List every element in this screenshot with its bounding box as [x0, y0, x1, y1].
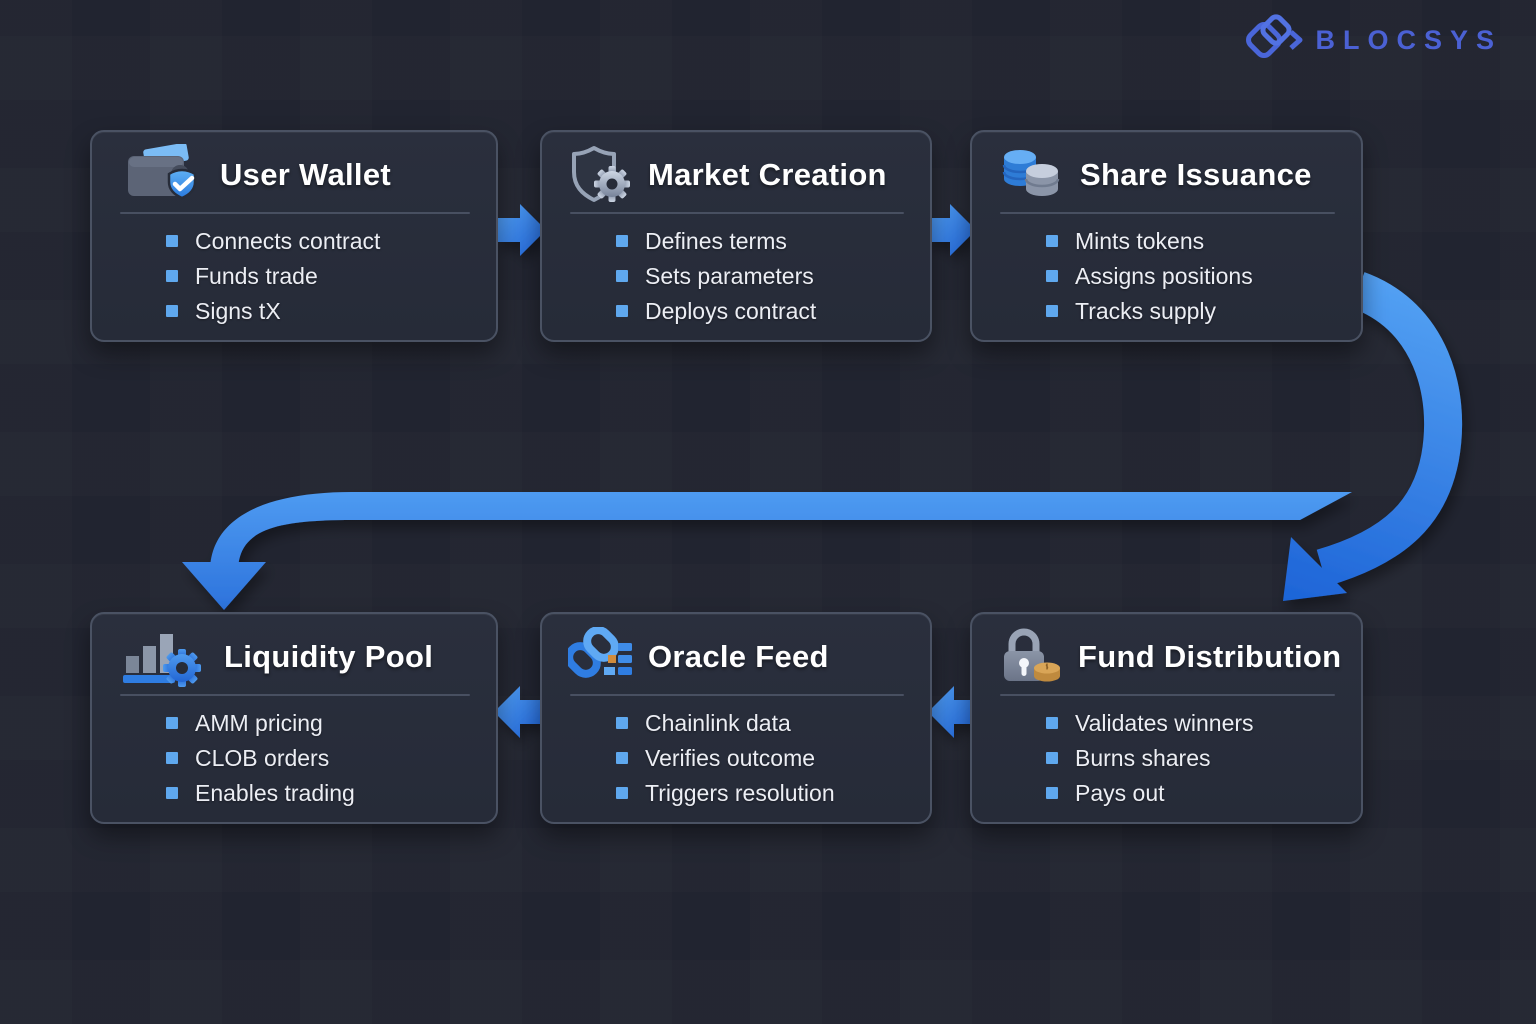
bullet-square-icon — [1046, 235, 1058, 247]
bullet-square-icon — [166, 787, 178, 799]
bullet-square-icon — [616, 235, 628, 247]
node-liquidity-pool: Liquidity Pool AMM pricing CLOB orders E… — [90, 612, 498, 824]
bullet-square-icon — [166, 752, 178, 764]
list-item: Validates winners — [1046, 709, 1361, 737]
list-item: Pays out — [1046, 779, 1361, 807]
arrow-oracle-feed-to-liquidity-pool — [494, 686, 542, 738]
list-item: Defines terms — [616, 227, 930, 255]
shield-gear-icon — [568, 144, 634, 206]
bullet-square-icon — [1046, 752, 1058, 764]
arrow-market-creation-to-share-issuance — [928, 204, 976, 256]
list-item: Tracks supply — [1046, 297, 1361, 325]
lock-coin-icon — [998, 626, 1064, 688]
list-item: Burns shares — [1046, 744, 1361, 772]
arrow-share-issuance-to-liquidity-pool — [182, 492, 1352, 610]
divider — [1000, 212, 1335, 214]
arrow-share-issuance-to-fund-distribution — [1283, 272, 1462, 601]
bullet-square-icon — [1046, 787, 1058, 799]
bullet-square-icon — [616, 752, 628, 764]
bullet-square-icon — [616, 787, 628, 799]
bullet-square-icon — [1046, 305, 1058, 317]
divider — [1000, 694, 1335, 696]
bullet-square-icon — [616, 270, 628, 282]
bullet-square-icon — [166, 305, 178, 317]
list-item: Chainlink data — [616, 709, 930, 737]
brand-logo: BLOCSYS — [1237, 12, 1502, 68]
node-fund-distribution: Fund Distribution Validates winners Burn… — [970, 612, 1363, 824]
node-user-wallet: User Wallet Connects contract Funds trad… — [90, 130, 498, 342]
node-share-issuance: Share Issuance Mints tokens Assigns posi… — [970, 130, 1363, 342]
list-item: Enables trading — [166, 779, 496, 807]
bullet-square-icon — [166, 270, 178, 282]
brand-name: BLOCSYS — [1315, 24, 1502, 55]
node-title: Liquidity Pool — [224, 639, 434, 674]
bar-chart-gear-icon — [118, 626, 210, 688]
list-item: Signs tX — [166, 297, 496, 325]
wallet-check-icon — [118, 144, 206, 206]
list-item: Funds trade — [166, 262, 496, 290]
divider — [570, 694, 904, 696]
list-item: AMM pricing — [166, 709, 496, 737]
bullet-square-icon — [1046, 717, 1058, 729]
divider — [120, 694, 470, 696]
coin-stacks-icon — [998, 145, 1066, 205]
list-item: Assigns positions — [1046, 262, 1361, 290]
arrow-fund-distribution-to-oracle-feed — [928, 686, 976, 738]
bullet-square-icon — [166, 717, 178, 729]
node-title: Fund Distribution — [1078, 639, 1342, 674]
bullet-square-icon — [1046, 270, 1058, 282]
interlocked-blocks-icon — [1237, 12, 1309, 68]
bullet-square-icon — [616, 717, 628, 729]
chain-link-list-icon — [568, 627, 634, 687]
divider — [120, 212, 470, 214]
list-item: Triggers resolution — [616, 779, 930, 807]
list-item: Verifies outcome — [616, 744, 930, 772]
node-title: Share Issuance — [1080, 157, 1312, 192]
list-item: Connects contract — [166, 227, 496, 255]
node-title: User Wallet — [220, 157, 391, 192]
bullet-square-icon — [616, 305, 628, 317]
node-oracle-feed: Oracle Feed Chainlink data Verifies outc… — [540, 612, 932, 824]
list-item: Sets parameters — [616, 262, 930, 290]
bullet-square-icon — [166, 235, 178, 247]
divider — [570, 212, 904, 214]
list-item: Deploys contract — [616, 297, 930, 325]
node-title: Market Creation — [648, 157, 887, 192]
node-market-creation: Market Creation Defines terms Sets param… — [540, 130, 932, 342]
list-item: Mints tokens — [1046, 227, 1361, 255]
list-item: CLOB orders — [166, 744, 496, 772]
node-title: Oracle Feed — [648, 639, 829, 674]
arrow-user-wallet-to-market-creation — [498, 204, 546, 256]
